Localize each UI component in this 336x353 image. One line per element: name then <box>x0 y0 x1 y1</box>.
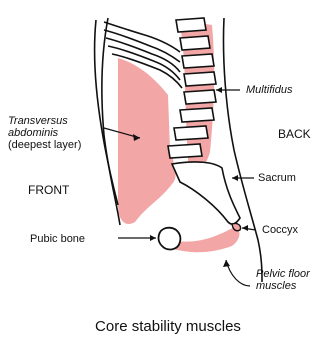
coccyx-label: Coccyx <box>262 224 298 236</box>
sacrum-label: Sacrum <box>258 172 296 184</box>
transversus-label-line1: Transversus <box>8 115 68 127</box>
pubic-bone-label: Pubic bone <box>30 233 85 245</box>
front-label: FRONT <box>28 184 69 196</box>
sacrum <box>172 162 240 224</box>
transversus-label-line2: abdominis <box>8 127 58 139</box>
transversus-abdominis-muscle <box>118 58 176 224</box>
multifidus-label: Multifidus <box>246 84 292 96</box>
transversus-label-line3: (deepest layer) <box>8 139 81 151</box>
pelvic-floor-label-line2: muscles <box>256 280 296 292</box>
back-label: BACK <box>278 128 311 140</box>
pelvic-floor-label-line1: Pelvic floor <box>256 268 310 280</box>
pubic-bone <box>159 228 181 250</box>
diagram-caption: Core stability muscles <box>0 318 336 335</box>
